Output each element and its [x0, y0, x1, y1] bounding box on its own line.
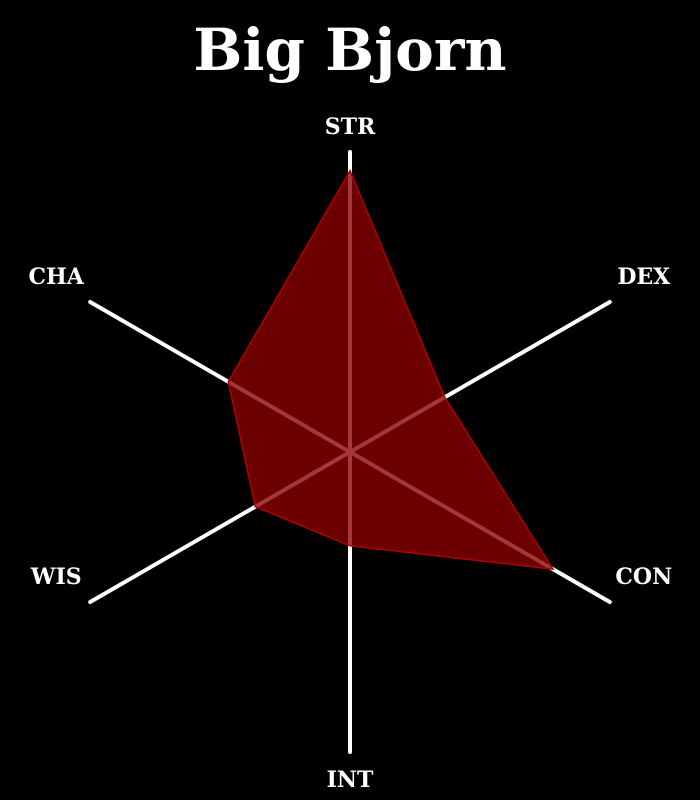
chart-title: Big Bjorn [193, 16, 506, 84]
axis-label-con: CON [615, 564, 672, 590]
axis-label-str: STR [325, 114, 376, 140]
axis-label-wis: WIS [30, 564, 82, 590]
axis-label-dex: DEX [617, 264, 671, 290]
data-area [227, 169, 555, 571]
axis-labels: STR DEX CON INT WIS CHA [29, 114, 673, 793]
axis-label-cha: CHA [29, 264, 85, 290]
data-polygon-0 [227, 169, 555, 571]
axis-label-int: INT [327, 767, 374, 793]
